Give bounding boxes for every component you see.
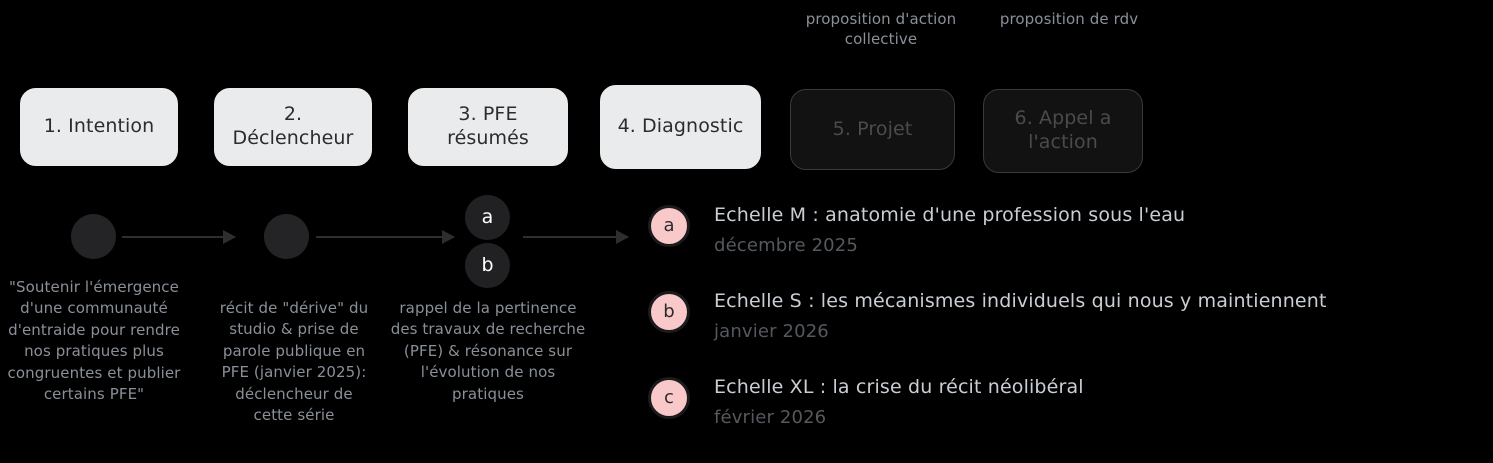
flow-arrow-1 — [122, 236, 235, 238]
episode-title-a: Echelle M : anatomie d'une profession so… — [714, 204, 1186, 226]
episode-text-b: Echelle S : les mécanismes individuels q… — [714, 290, 1327, 343]
episode-badge-b: b — [648, 291, 690, 333]
caption-declencheur: récit de "dérive" du studio & prise de p… — [219, 299, 369, 425]
episode-date-a: décembre 2025 — [714, 234, 858, 256]
step-box-pfe-resumes[interactable]: 3. PFE résumés — [408, 88, 568, 166]
episode-badge-c: c — [648, 377, 690, 419]
episode-title-c: Echelle XL : la crise du récit néolibéra… — [714, 376, 1084, 398]
step-box-appel-a-laction[interactable]: 6. Appel a l'action — [983, 89, 1143, 173]
flow-node-letter-a[interactable]: a — [465, 195, 510, 240]
diagram-canvas: proposition d'action collective proposit… — [0, 0, 1493, 452]
episode-text-a: Echelle M : anatomie d'une profession so… — [714, 204, 1186, 257]
flow-node-declencheur — [264, 214, 309, 259]
step-box-diagnostic[interactable]: 4. Diagnostic — [600, 85, 761, 169]
episode-text-c: Echelle XL : la crise du récit néolibéra… — [714, 376, 1084, 429]
flow-node-intention — [71, 214, 116, 259]
caption-pfe-resumes: rappel de la pertinence des travaux de r… — [390, 299, 586, 403]
step-box-projet[interactable]: 5. Projet — [790, 89, 955, 170]
flow-arrow-3 — [523, 236, 628, 238]
episode-badge-a: a — [648, 205, 690, 247]
step-box-intention[interactable]: 1. Intention — [20, 88, 178, 166]
episode-item-c[interactable]: c Echelle XL : la crise du récit néolibé… — [648, 376, 1468, 463]
step-box-declencheur[interactable]: 2. Déclencheur — [214, 88, 372, 166]
note-label-action-collective: proposition d'action collective — [805, 10, 957, 48]
episode-item-a[interactable]: a Echelle M : anatomie d'une profession … — [648, 204, 1468, 291]
episode-list: a Echelle M : anatomie d'une profession … — [648, 204, 1468, 463]
caption-intention: "Soutenir l'émergence d'une communauté d… — [7, 278, 181, 404]
note-label-rdv: proposition de rdv — [999, 10, 1139, 28]
episode-date-c: février 2026 — [714, 406, 827, 428]
episode-date-b: janvier 2026 — [714, 320, 829, 342]
flow-arrow-2 — [316, 236, 454, 238]
flow-node-letter-b[interactable]: b — [465, 243, 510, 288]
episode-title-b: Echelle S : les mécanismes individuels q… — [714, 290, 1327, 312]
episode-item-b[interactable]: b Echelle S : les mécanismes individuels… — [648, 290, 1468, 377]
